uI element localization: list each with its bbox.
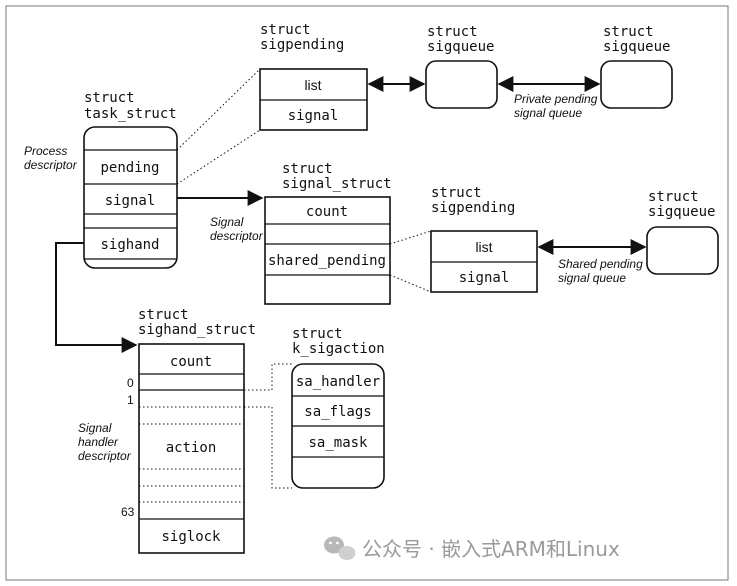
sigqueue-private-2-box [600,60,673,109]
sigpending-shared-title-line1: struct [431,185,482,201]
signal-struct-title-line1: struct [282,161,333,177]
shared-pending-link-bottom [389,274,432,293]
wechat-icon [324,536,356,560]
k-sigaction: struct k_sigaction sa_handler sa_flags s… [291,326,385,489]
sighand-pointer-arrow [55,242,138,353]
handler-descriptor-label-line2: handler [78,435,119,449]
sighand-struct: struct sighand_struct Signal handler des… [78,307,256,554]
sigqueue-private-1: struct sigqueue [425,24,498,109]
connectors [55,68,647,489]
sigpending-private-field-signal: signal [288,108,339,124]
signal-struct-title-line2: signal_struct [282,176,392,192]
signal-struct: struct signal_struct Signal descriptor c… [210,161,392,305]
sigqueue-private-2-title-line2: sigqueue [603,39,670,55]
private-queue-label-line2: signal queue [514,106,582,120]
sighand-struct-field-action: action [166,440,217,456]
pending-link-top [176,68,261,151]
task-struct: struct task_struct Process descriptor pe… [24,90,178,269]
private-queue-label-line1: Private pending [514,92,598,106]
sighand-struct-field-count: count [170,354,212,370]
shared-queue-label-line1: Shared pending [558,257,643,271]
task-struct-title-line2: task_struct [84,106,177,122]
k-sigaction-title-line1: struct [292,326,343,342]
signal-struct-field-shared-pending: shared_pending [268,253,386,269]
signal-descriptor-label-line1: Signal [210,215,244,229]
sigpending-shared: struct sigpending list signal [430,185,538,293]
task-struct-field-signal: signal [105,193,156,209]
sigpending-shared-title-line2: sigpending [431,200,515,216]
process-descriptor-label-line2: descriptor [24,158,78,172]
shared-pending-link-top [389,230,432,245]
task-struct-title-line1: struct [84,90,135,106]
action-link-bottom [244,406,292,489]
sighand-struct-title-line2: sighand_struct [138,322,256,338]
handler-descriptor-label-line1: Signal [78,421,112,435]
task-struct-field-pending: pending [100,160,159,176]
sigqueue-private-1-box [425,60,498,109]
sighand-struct-title-line1: struct [138,307,189,323]
shared-queue-label-line2: signal queue [558,271,626,285]
signal-struct-field-count: count [306,204,348,220]
signal-descriptor-label-line2: descriptor [210,229,264,243]
process-descriptor-label-line1: Process [24,144,67,158]
sigpending-private-title-line2: sigpending [260,37,344,53]
sighand-struct-box [138,343,245,554]
sigqueue-shared-title-line1: struct [648,189,699,205]
sighand-struct-field-siglock: siglock [161,529,221,545]
action-index-0: 0 [127,376,134,390]
sigpending-shared-field-signal: signal [459,270,510,286]
action-index-63: 63 [121,505,135,519]
k-sigaction-field-sa-handler: sa_handler [296,374,380,390]
pending-link-bottom [176,129,261,185]
k-sigaction-field-sa-flags: sa_flags [304,404,371,420]
task-struct-field-sighand: sighand [100,237,159,253]
sigpending-private-title-line1: struct [260,22,311,38]
sigpending-private: struct sigpending list signal [259,22,368,131]
sigqueue-private-1-title-line2: sigqueue [427,39,494,55]
diagram-frame [5,5,729,581]
sigqueue-shared-title-line2: sigqueue [648,204,715,220]
sigqueue-private-2: struct sigqueue [600,24,673,109]
action-index-1: 1 [127,393,134,407]
sigqueue-private-1-title-line1: struct [427,24,478,40]
signal-struct-box [264,196,391,305]
watermark: 公众号 · 嵌入式ARM和Linux [324,536,620,561]
sigqueue-shared: struct sigqueue [646,189,719,275]
handler-descriptor-label-line3: descriptor [78,449,132,463]
k-sigaction-title-line2: k_sigaction [292,341,385,357]
watermark-text: 公众号 · 嵌入式ARM和Linux [362,537,620,561]
k-sigaction-field-sa-mask: sa_mask [308,435,368,451]
sigpending-shared-field-list: list [475,239,492,255]
action-link-top [244,363,292,391]
sigpending-private-field-list: list [304,77,321,93]
sigqueue-private-2-title-line1: struct [603,24,654,40]
sigqueue-shared-box [646,226,719,275]
